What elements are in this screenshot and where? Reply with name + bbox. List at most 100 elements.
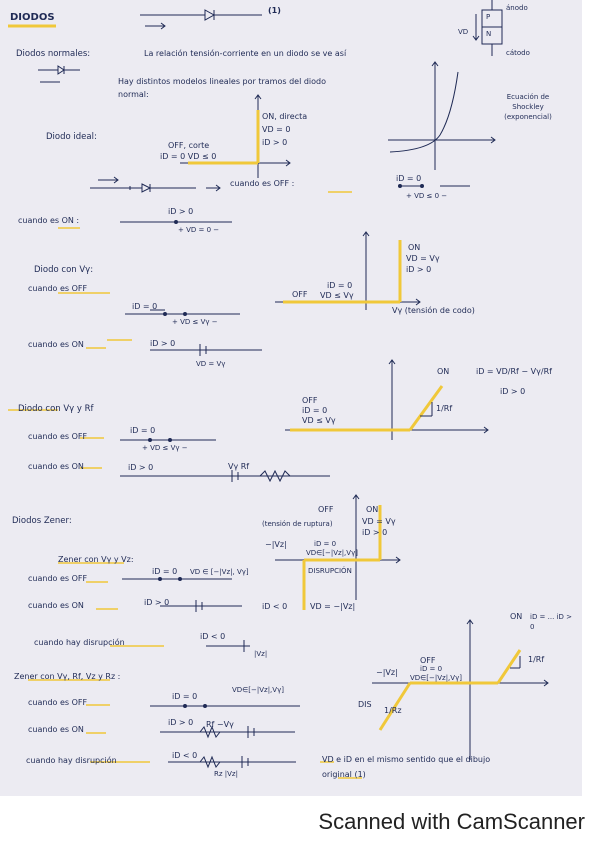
zener2-when-disruption-i: iD < 0 [172, 751, 198, 760]
zener-minus-vz: −|Vz| [265, 540, 287, 549]
zener-off-cond-2: VD∈[−|Vz|,Vγ] [306, 549, 358, 557]
vy-rf-graph [285, 359, 489, 440]
zener2-on-label: ON [510, 612, 523, 621]
vy-rf-when-off-v: + VD ≤ Vγ − [142, 444, 188, 452]
vy-rf-when-on-parts: Vγ Rf [228, 462, 250, 471]
vy-off-cond-2: VD ≤ Vγ [320, 291, 354, 300]
zener-off-cond-1: iD = 0 [314, 540, 337, 548]
vy-when-on-i: iD > 0 [150, 339, 176, 348]
ideal-when-on-i: iD > 0 [168, 207, 194, 216]
final-note-2: original (1) [322, 770, 366, 779]
zener2-off-cond-1: iD = 0 [420, 665, 443, 673]
zener2-when-on-parts: Rf −Vγ [206, 720, 234, 729]
ideal-circuits [58, 176, 470, 229]
vy-rf-off-cond-2: VD ≤ Vγ [302, 416, 336, 425]
intro-text-1: La relación tensión-corriente en un diod… [144, 49, 347, 58]
vy-rf-slope: 1/Rf [436, 404, 453, 413]
vy-rf-on-eq: iD = VD/Rf − Vγ/Rf [476, 367, 552, 376]
zener-when-off-i: iD = 0 [152, 567, 178, 576]
vy-when-off: cuando es OFF [28, 284, 88, 293]
zener-when-on-i: iD > 0 [144, 598, 170, 607]
notes-title: DIODOS [10, 12, 55, 23]
zener-on-label: ON [366, 505, 379, 514]
zener2-slope-rz: 1/Rz [384, 706, 402, 715]
shockley-graph [388, 61, 496, 170]
vy-rf-on-cond: iD > 0 [500, 387, 526, 396]
vy-rf-off-cond-1: iD = 0 [302, 406, 328, 415]
ideal-when-off-i: iD = 0 [396, 174, 422, 183]
vy-rf-heading: Diodo con Vγ y Rf [18, 404, 94, 414]
vy-on-cond-2: iD > 0 [406, 265, 432, 274]
ideal-heading: Diodo ideal: [46, 132, 97, 142]
ideal-when-on-v: + VD = 0 − [178, 226, 220, 234]
handwritten-diagrams [8, 0, 549, 779]
ideal-on-label: ON, directa [262, 112, 308, 121]
zener2-when-on-i: iD > 0 [168, 718, 194, 727]
pn-junction-block [472, 0, 503, 56]
intro-heading: Diodos normales: [16, 49, 91, 59]
vy-when-off-i: iD = 0 [132, 302, 158, 311]
scanner-watermark-text: Scanned with CamScanner [318, 809, 585, 834]
symbol-vd-label: VD [458, 28, 469, 36]
top-diode-symbol [140, 9, 262, 30]
vy-axis-note: Vγ (tensión de codo) [392, 306, 475, 315]
vy-rf-when-on: cuando es ON [28, 462, 84, 471]
intro-text-2: Hay distintos modelos lineales por tramo… [118, 77, 327, 86]
zener-on-cond-1: VD = Vγ [362, 517, 396, 526]
vy-on-cond-1: VD = Vγ [406, 254, 440, 263]
vy-rf-on-label: ON [437, 367, 450, 376]
vy-off-label: OFF [292, 290, 308, 299]
zener2-off-label: OFF [420, 656, 436, 665]
ideal-off-cond: iD = 0 VD ≤ 0 [160, 152, 217, 161]
vy-rf-circuits [8, 409, 330, 483]
zener-when-off: cuando es OFF [28, 574, 88, 583]
scanner-footer: Scanned with CamScanner [0, 796, 599, 848]
zener-graph-1 [275, 494, 401, 610]
zener-heading: Diodos Zener: [12, 516, 72, 526]
vy-heading: Diodo con Vγ: [34, 265, 94, 275]
ideal-on-cond-2: iD > 0 [262, 138, 288, 147]
zener-sub-1: Zener con Vγ y Vz: [58, 555, 134, 564]
zener-breakdown-note: (tensión de ruptura) [262, 520, 333, 528]
notes-sheet: DIODOS (1) ánodo P N cátodo VD Diodos no… [0, 0, 582, 796]
zener-circuits-1 [58, 562, 250, 652]
zener-when-on: cuando es ON [28, 601, 84, 610]
zener2-when-disruption: cuando hay disrupción [26, 756, 117, 765]
vy-rf-when-off: cuando es OFF [28, 432, 88, 441]
ideal-when-off-v: + VD ≤ 0 − [406, 192, 448, 200]
ideal-off-label: OFF, corte [168, 141, 210, 150]
final-note: VD e iD en el mismo sentido que el dibuj… [322, 755, 491, 764]
ideal-when-off: cuando es OFF : [230, 179, 295, 188]
vy-diode-graph [275, 231, 421, 310]
zener2-when-disruption-parts: Rz |Vz| [214, 770, 238, 778]
intro-diode-symbol [38, 65, 80, 83]
vy-on-label: ON [408, 243, 421, 252]
ideal-when-on: cuando es ON : [18, 216, 80, 225]
vy-rf-off-label: OFF [302, 396, 318, 405]
zener2-on-cond: iD = ... iD > 0 [530, 613, 572, 631]
zener-when-disruption-i: iD < 0 [200, 632, 226, 641]
zener-disruption-cond-2: VD = −|Vz| [310, 602, 356, 611]
shockley-label: Ecuación de Shockley (exponencial) [504, 93, 552, 121]
vy-when-off-v: + VD ≤ Vγ − [172, 318, 218, 326]
zener-when-off-v: VD ∈ [−|Vz|, Vγ] [190, 568, 249, 576]
symbol-anode-label: ánodo [506, 4, 528, 12]
zener2-minus-vz: −|Vz| [376, 668, 398, 677]
zener-sub-2: Zener con Vγ, Rf, Vz y Rz : [14, 672, 121, 681]
zener-when-disruption-v: |Vz| [254, 650, 268, 658]
zener-when-disruption: cuando hay disrupción [34, 638, 125, 647]
zener2-dis-label: DIS [358, 700, 372, 709]
zener2-off-cond-2: VD∈[−|Vz|,Vγ] [410, 674, 462, 682]
vy-rf-when-on-i: iD > 0 [128, 463, 154, 472]
vy-when-on-v: VD = Vγ [196, 360, 226, 368]
zener-on-cond-2: iD > 0 [362, 528, 388, 537]
ideal-diode-graph [180, 94, 291, 178]
zener-graph-2 [372, 619, 549, 760]
vy-rf-when-off-i: iD = 0 [130, 426, 156, 435]
zener-disruption: DISRUPCIÓN [308, 567, 352, 575]
zener2-slope-rf: 1/Rf [528, 655, 545, 664]
vy-when-on: cuando es ON [28, 340, 84, 349]
zener-circuits-2 [28, 679, 362, 779]
vy-circuits [58, 292, 262, 356]
top-label: (1) [268, 6, 281, 15]
